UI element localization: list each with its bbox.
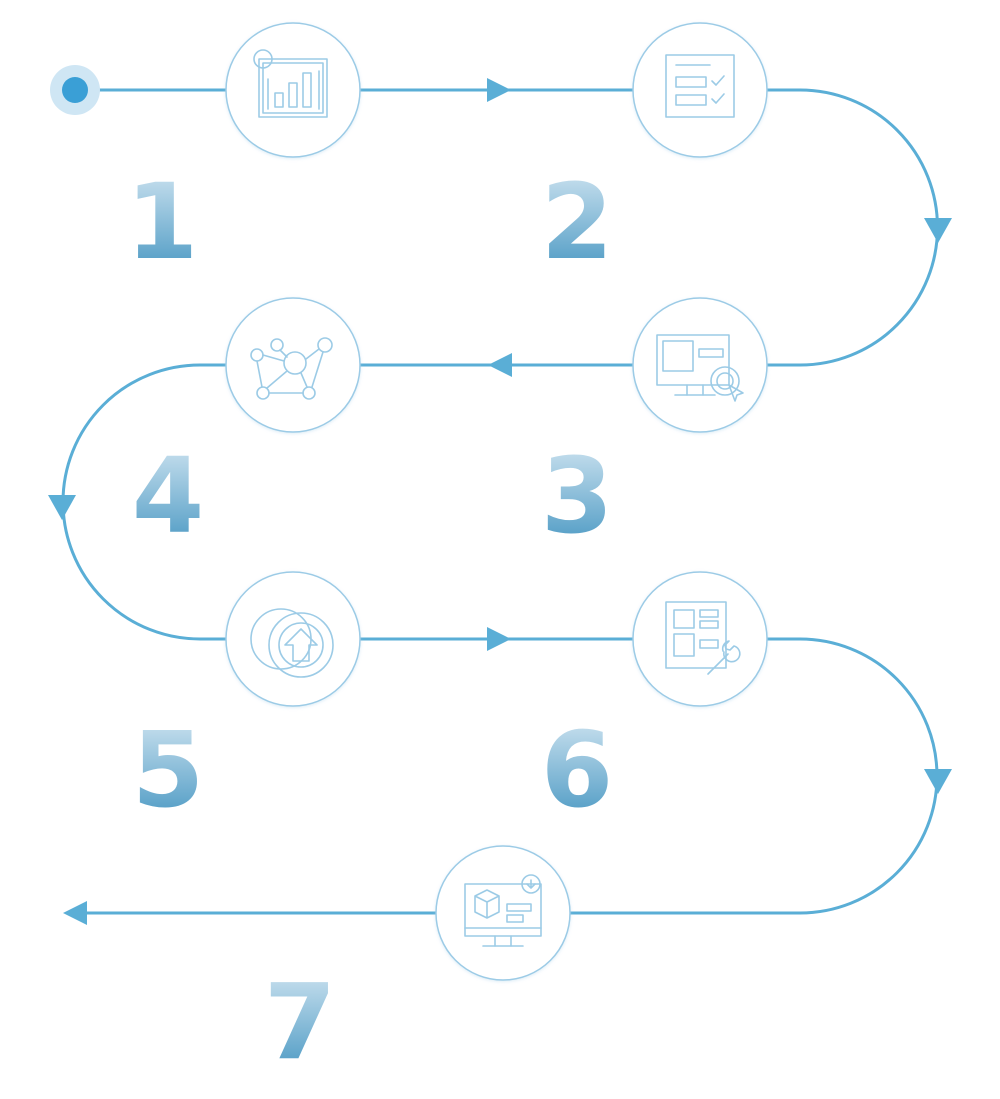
arrow-right-2 (487, 627, 511, 651)
step-1-circle (225, 22, 361, 158)
step-1-number: 1 (126, 161, 198, 283)
monitor-click-icon (656, 334, 744, 402)
step-6-circle (632, 571, 768, 707)
arrow-down-1 (924, 218, 952, 243)
bar-chart-report-icon (253, 49, 328, 118)
start-dot (62, 77, 88, 103)
step-1: 1 (126, 22, 361, 283)
arrow-left-1 (488, 353, 512, 377)
network-nodes-icon (250, 337, 333, 400)
step-4-circle (225, 297, 361, 433)
layout-wrench-icon (665, 601, 741, 675)
step-6: 6 (541, 571, 768, 831)
step-7-number: 7 (264, 961, 336, 1083)
arrow-left-2 (63, 901, 87, 925)
step-7-circle (435, 845, 571, 981)
arrow-right-1 (487, 78, 511, 102)
arrow-down-2 (48, 495, 76, 520)
monitor-package-icon (464, 874, 542, 947)
step-4: 4 (132, 297, 361, 557)
step-5-circle (225, 571, 361, 707)
step-2-number: 2 (541, 161, 613, 283)
step-4-number: 4 (132, 435, 204, 557)
step-3-circle (632, 297, 768, 433)
arrow-down-3 (924, 769, 952, 794)
step-7: 7 (264, 845, 571, 1083)
step-3: 3 (541, 297, 768, 557)
step-2-circle (632, 22, 768, 158)
step-5: 5 (132, 571, 361, 831)
checklist-form-icon (665, 54, 735, 118)
step-5-number: 5 (132, 709, 204, 831)
upload-arrow-icon (250, 608, 334, 678)
step-3-number: 3 (541, 435, 613, 557)
step-2: 2 (541, 22, 768, 283)
step-6-number: 6 (541, 709, 613, 831)
